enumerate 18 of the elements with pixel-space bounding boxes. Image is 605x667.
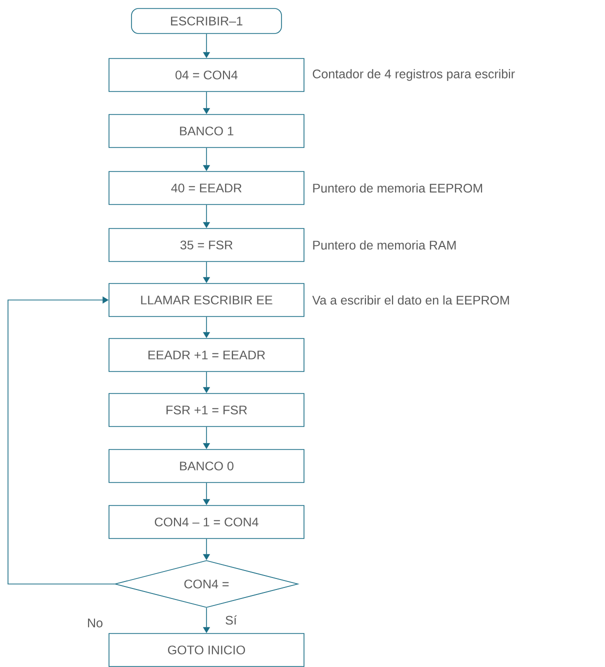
process-box: GOTO INICIO	[108, 633, 304, 667]
process-box: 04 = CON4	[108, 58, 304, 92]
edge-label: Sí	[224, 614, 238, 626]
process-box: 40 = EEADR	[108, 171, 304, 205]
annotation-text: Puntero de memoria EEPROM	[313, 183, 482, 193]
annotation-text: Puntero de memoria RAM	[313, 240, 456, 250]
annotation-text: Va a escribir el dato en la EEPROM	[312, 295, 509, 305]
process-box: 35 = FSR	[108, 228, 304, 262]
edge-label: No	[86, 618, 104, 628]
process-box: CON4 – 1 = CON4	[108, 505, 304, 539]
start-terminal: ESCRIBIR–1	[131, 8, 282, 34]
process-box: BANCO 0	[108, 449, 304, 483]
annotation-text: Contador de 4 registros para escribir	[312, 69, 515, 81]
process-box: LLAMAR ESCRIBIR EE	[108, 283, 304, 317]
process-box: EEADR +1 = EEADR	[108, 338, 304, 372]
arrow	[8, 296, 115, 584]
process-box: FSR +1 = FSR	[108, 393, 304, 427]
process-box: BANCO 1	[108, 114, 304, 148]
